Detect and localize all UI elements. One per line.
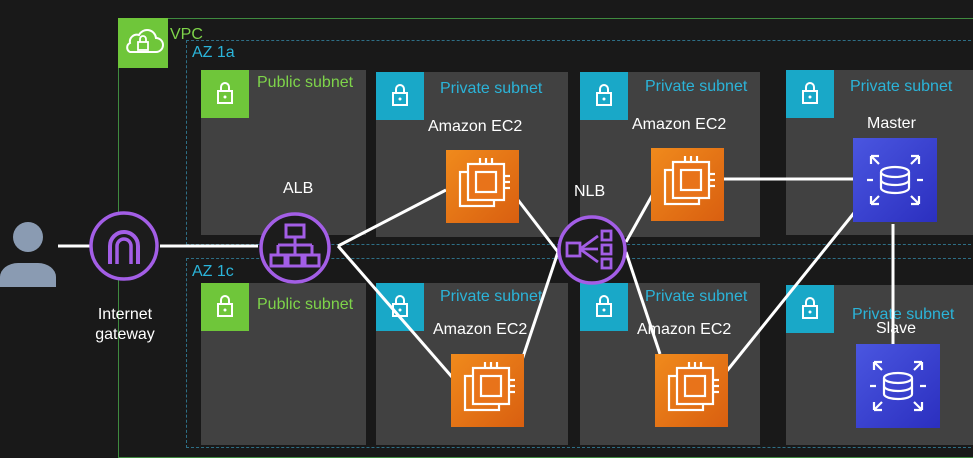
cloud-lock-icon xyxy=(126,29,164,53)
line-alb-ec2-a1 xyxy=(337,188,447,248)
internet-gateway-label: Internet gateway xyxy=(95,306,155,343)
subnet-label: Private subnet xyxy=(852,306,955,323)
subnet-label: Public subnet xyxy=(257,296,354,313)
lock-icon xyxy=(376,72,424,120)
internet-gateway-icon xyxy=(88,210,160,282)
subnet-label: Private subnet xyxy=(440,288,543,305)
master-label: Master xyxy=(867,115,916,132)
subnet-label: Public subnet xyxy=(257,74,354,91)
chip-icon xyxy=(651,148,724,221)
chip-icon xyxy=(655,354,728,427)
line-ec2c1-nlb xyxy=(516,251,560,373)
subnet-label: Private subnet xyxy=(645,288,748,305)
ec2-a2-label: Amazon EC2 xyxy=(632,116,727,133)
user-icon xyxy=(0,215,62,290)
lock-icon xyxy=(580,283,628,331)
lock-icon xyxy=(580,72,628,120)
ec2-c2-label: Amazon EC2 xyxy=(637,321,732,338)
chip-icon xyxy=(446,150,519,223)
line-ec2c2-master xyxy=(724,207,860,373)
chip-icon xyxy=(451,354,524,427)
line-nlb-ec2-a2 xyxy=(624,191,656,243)
database-icon xyxy=(856,344,940,428)
subnet-label: Private subnet xyxy=(850,78,953,95)
lock-icon xyxy=(201,283,249,331)
lock-icon xyxy=(786,70,834,118)
line-ec2a1-nlb xyxy=(516,199,560,253)
database-icon xyxy=(853,138,937,222)
az-1c-label: AZ 1c xyxy=(192,263,234,280)
slave-label: Slave xyxy=(876,320,917,337)
subnet-label: Private subnet xyxy=(645,78,748,95)
line-alb-ec2-c1 xyxy=(336,245,454,378)
lock-icon xyxy=(201,70,249,118)
subnet-label: Private subnet xyxy=(440,80,543,97)
nlb-label: NLB xyxy=(574,183,606,200)
load-balancer-icon xyxy=(258,211,332,285)
ec2-c1-label: Amazon EC2 xyxy=(433,321,528,338)
vpc-label: VPC xyxy=(170,26,203,43)
alb-label: ALB xyxy=(283,180,314,197)
lock-icon xyxy=(786,285,834,333)
line-nlb-ec2-c2 xyxy=(624,251,662,355)
az-1a-label: AZ 1a xyxy=(192,44,235,61)
vpc-badge xyxy=(118,18,168,68)
ec2-a1-label: Amazon EC2 xyxy=(428,118,523,135)
lock-icon xyxy=(376,283,424,331)
connections xyxy=(58,177,895,378)
network-load-balancer-icon xyxy=(556,214,628,286)
